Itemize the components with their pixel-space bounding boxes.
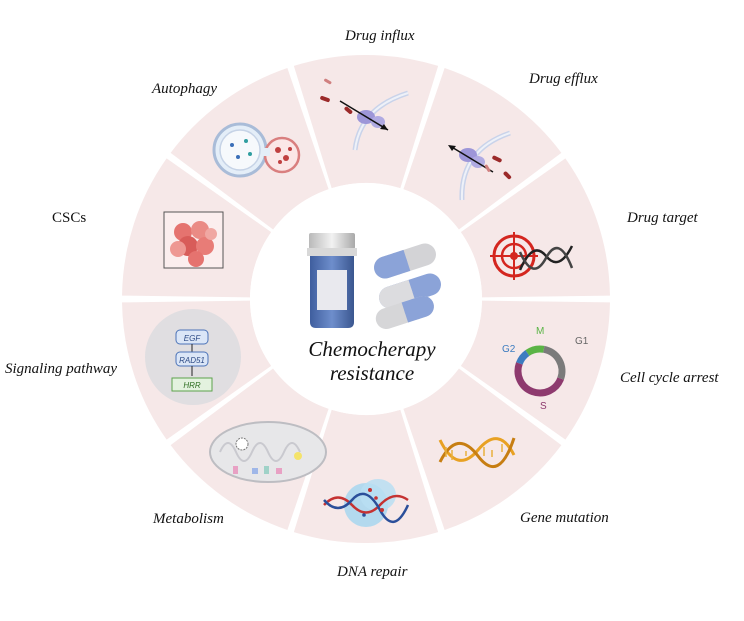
signaling-node-label: EGF xyxy=(184,334,202,343)
target-dna-icon xyxy=(490,232,574,280)
signaling-node-label: RAD51 xyxy=(179,356,205,365)
stem-cell-cluster-icon xyxy=(163,211,224,269)
autophagy-icon xyxy=(212,122,301,178)
label-gene-mutation: Gene mutation xyxy=(520,510,609,526)
cell-cycle-phase-label: G2 xyxy=(502,344,516,355)
cell-cycle-arc-s xyxy=(514,362,564,397)
ring-segment-cell-cycle-arrest xyxy=(460,300,610,440)
membrane-transporter-influx-icon xyxy=(320,78,409,151)
pill-bottle-icon xyxy=(307,233,357,328)
center-disk xyxy=(250,183,482,415)
ring-segment-gene-mutation xyxy=(403,368,562,530)
dna-helix-icon xyxy=(438,437,516,468)
cell-cycle-phase-label: G1 xyxy=(575,336,589,347)
label-cscs: CSCs xyxy=(52,210,87,226)
label-autophagy: Autophagy xyxy=(152,81,217,97)
cell-cycle-phase-label: S xyxy=(540,401,547,412)
cell-cycle-ring-icon: M G1 G2 S xyxy=(502,326,589,412)
label-drug-target: Drug target xyxy=(627,210,698,226)
center-title-line2: resistance xyxy=(329,361,415,385)
label-metabolism: Metabolism xyxy=(153,511,224,527)
label-cell-cycle-arrest: Cell cycle arrest xyxy=(620,370,719,386)
cell-cycle-arc-g1 xyxy=(542,345,566,380)
membrane-transporter-efflux-icon xyxy=(448,130,512,201)
signaling-pathway-icon: EGF RAD51 HRR xyxy=(145,309,241,405)
label-dna-repair: DNA repair xyxy=(337,564,408,580)
signaling-node-label: HRR xyxy=(183,381,201,390)
capsule-icon xyxy=(374,243,441,330)
label-signaling-pathway: Signaling pathway xyxy=(5,361,118,377)
ring-segment-dna-repair xyxy=(293,409,439,543)
cell-cycle-phase-label: M xyxy=(536,326,544,337)
ring-segment-drug-target xyxy=(460,158,610,298)
cell-cycle-arc-m xyxy=(525,345,545,356)
label-drug-influx: Drug influx xyxy=(345,28,415,44)
dna-repair-icon xyxy=(323,479,410,527)
center-title: Chemocherapy resistance xyxy=(262,337,482,385)
center-title-line1: Chemocherapy xyxy=(308,337,436,361)
label-drug-efflux: Drug efflux xyxy=(529,71,598,87)
mitochondrion-icon xyxy=(209,421,327,483)
cell-cycle-arc-g2 xyxy=(516,350,530,365)
